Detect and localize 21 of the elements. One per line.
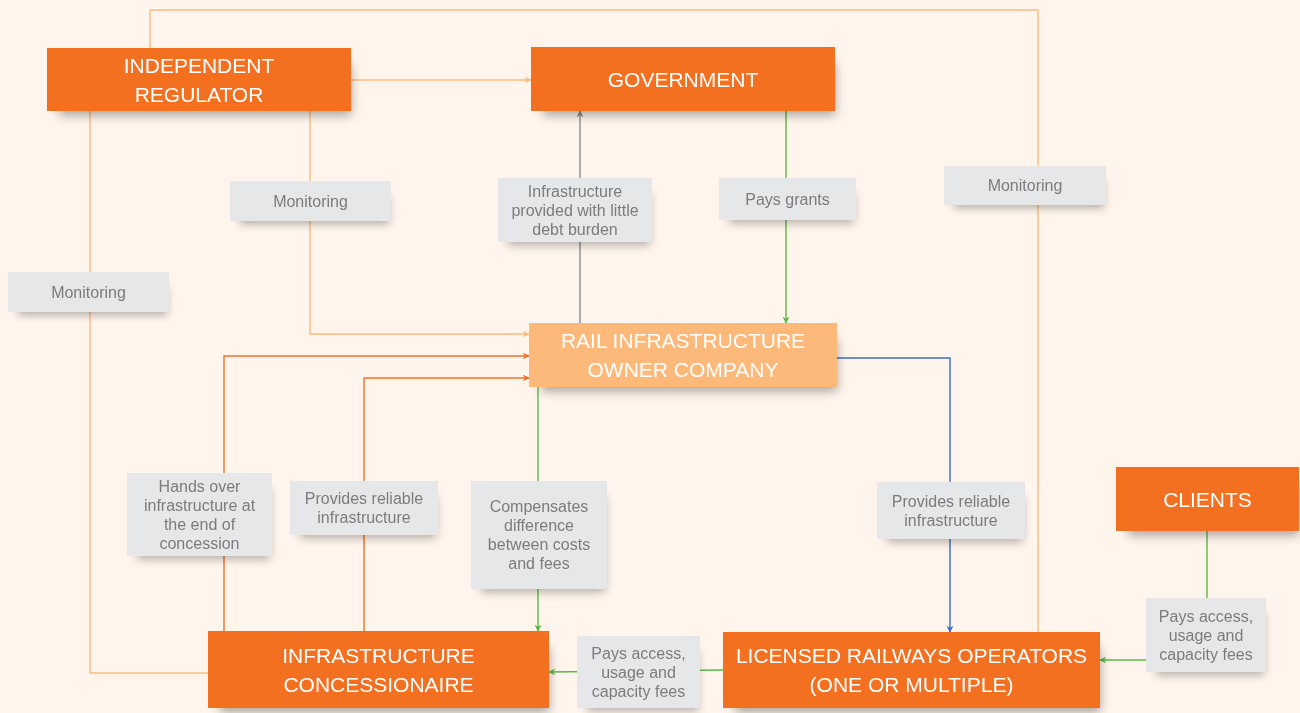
edge-label: Infrastructure provided with little debt burden (498, 178, 652, 242)
arrow (309, 110, 530, 338)
edge-label: Monitoring (944, 166, 1106, 205)
connector-line (89, 110, 209, 674)
entity-box: GOVERNMENT (531, 47, 835, 111)
edge-label: Pays grants (719, 178, 856, 220)
entity-box: INDEPENDENT REGULATOR (47, 48, 351, 111)
connector-line (149, 9, 1039, 633)
edge-label: Provides reliable infrastructure (290, 481, 438, 535)
entity-box: LICENSED RAILWAYS OPERATORS (ONE OR MULTIPLE) (723, 632, 1100, 708)
edge-label: Pays access, usage and capacity fees (577, 636, 700, 708)
edge-label: Compensates difference between costs and fees (471, 481, 607, 589)
edge-label: Monitoring (8, 272, 169, 312)
edge-label: Provides reliable infrastructure (877, 482, 1025, 539)
arrow (350, 76, 532, 84)
entity-box: RAIL INFRASTRUCTURE OWNER COMPANY (529, 323, 837, 387)
edge-label: Monitoring (230, 181, 391, 221)
edge-label: Pays access, usage and capacity fees (1146, 598, 1266, 672)
entity-box: CLIENTS (1116, 467, 1299, 531)
entity-box: INFRASTRUCTURE CONCESSIONAIRE (208, 631, 549, 708)
edge-label: Hands over infrastructure at the end of concession (127, 473, 272, 556)
